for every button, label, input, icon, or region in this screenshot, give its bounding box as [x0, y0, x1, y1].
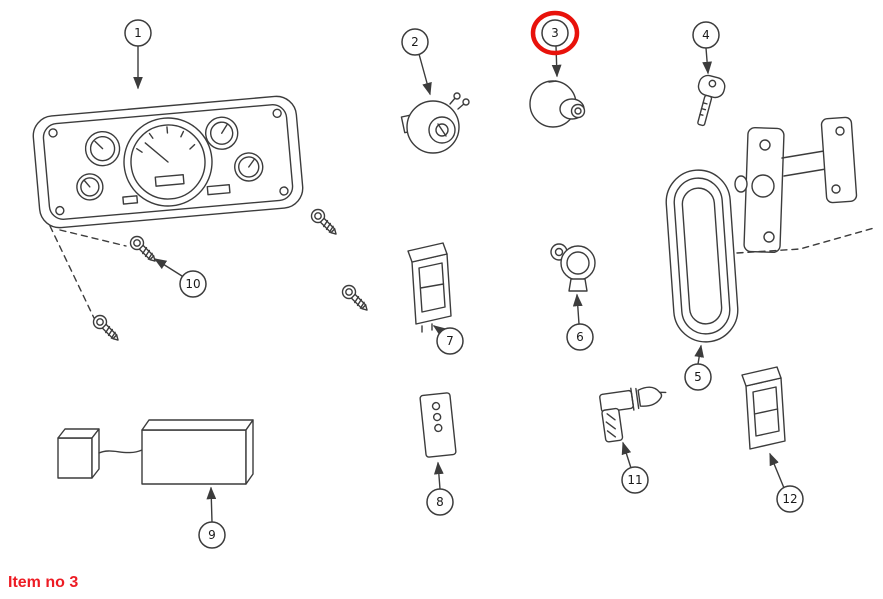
screw-icon — [90, 312, 124, 346]
part-screws — [90, 206, 373, 346]
screw-icon — [339, 282, 373, 316]
highlight-ring — [530, 10, 580, 56]
callout-10[interactable]: 10 — [153, 258, 207, 298]
leader-dashed-left-2 — [59, 229, 127, 247]
callout-8-label: 8 — [436, 495, 444, 509]
callout-7[interactable]: 7 — [432, 325, 464, 355]
part-instrument-cluster — [32, 95, 304, 229]
callout-6-label: 6 — [576, 330, 584, 344]
callout-12[interactable]: 12 — [769, 452, 804, 513]
callout-11[interactable]: 11 — [621, 441, 649, 494]
callout-2[interactable]: 2 — [401, 28, 432, 96]
callout-2-label: 2 — [411, 35, 419, 49]
part-bulb-holder — [599, 386, 667, 443]
caption-item-no: Item no 3 — [8, 574, 79, 591]
leader-dashed-left — [49, 225, 95, 319]
part-rocker-switch — [407, 242, 452, 333]
callout-5-label: 5 — [694, 370, 702, 384]
callout-10-label: 10 — [185, 277, 200, 291]
part-sender-unit — [550, 243, 596, 292]
callout-4-label: 4 — [702, 28, 710, 42]
screw-icon — [127, 233, 161, 267]
callout-9-label: 9 — [208, 528, 216, 542]
part-latch-bracket — [734, 116, 875, 254]
callout-4[interactable]: 4 — [692, 21, 720, 75]
callout-12-label: 12 — [782, 492, 797, 506]
callout-7-label: 7 — [446, 334, 454, 348]
part-rocker-switch-2 — [741, 366, 786, 450]
part-ignition-switch — [400, 92, 470, 154]
part-key — [697, 74, 726, 127]
callout-1-label: 1 — [134, 26, 142, 40]
part-relay-cable — [57, 419, 254, 485]
part-mounting-plate — [419, 392, 457, 458]
callout-3-label: 3 — [551, 26, 559, 40]
callout-3[interactable]: 3 — [541, 19, 569, 78]
part-knob — [529, 80, 586, 128]
callout-6[interactable]: 6 — [566, 293, 594, 351]
callout-9[interactable]: 9 — [198, 486, 226, 549]
callout-8[interactable]: 8 — [426, 461, 454, 516]
callout-11-label: 11 — [627, 473, 642, 487]
screw-icon — [308, 206, 342, 240]
part-seal-pad — [665, 169, 739, 343]
callout-5[interactable]: 5 — [684, 344, 712, 391]
callout-1[interactable]: 1 — [124, 19, 152, 90]
